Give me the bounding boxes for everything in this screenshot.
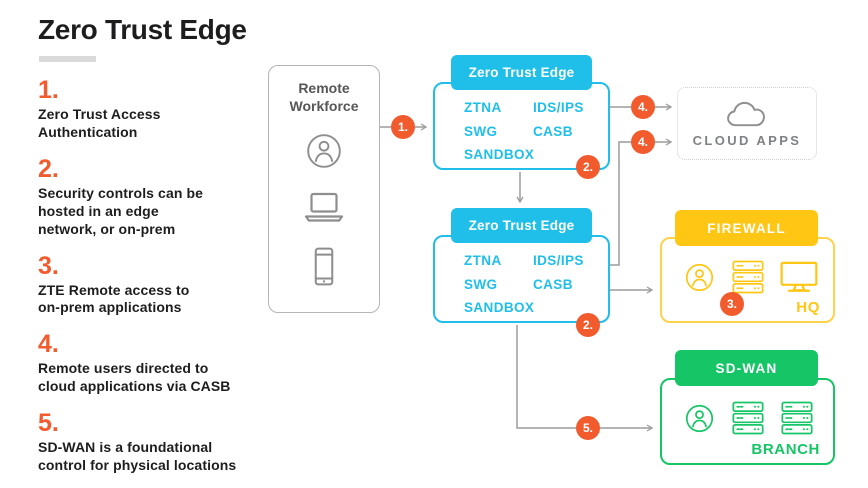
remote-workforce-icons <box>300 128 348 290</box>
step-number: 1. <box>38 76 59 104</box>
service-ids-ips: IDS/IPS <box>533 253 584 268</box>
server-icon <box>729 399 767 437</box>
zero-trust-edge-header: Zero Trust Edge <box>451 55 592 90</box>
step-item-4: 4. Remote users directed to cloud applic… <box>38 330 253 396</box>
zero-trust-edge-box-1: Zero Trust Edge ZTNA IDS/IPS SWG CASB SA… <box>433 55 610 170</box>
step-marker-1: 1. <box>391 115 415 139</box>
step-list: 1. Zero Trust Access Authentication 2. S… <box>38 76 253 488</box>
step-number: 4. <box>38 330 59 359</box>
monitor-icon <box>778 259 820 296</box>
step-item-1: 1. Zero Trust Access Authentication <box>38 76 253 142</box>
firewall-location-label: HQ <box>796 299 820 316</box>
sd-wan-header: SD-WAN <box>675 350 818 386</box>
service-swg: SWG <box>464 123 498 139</box>
zero-trust-edge-services: ZTNA IDS/IPS SWG CASB SANDBOX <box>433 235 610 323</box>
sd-wan-box: BRANCH <box>660 378 835 465</box>
step-item-3: 3. ZTE Remote access to on-prem applicat… <box>38 252 253 318</box>
service-sandbox: SANDBOX <box>464 147 535 163</box>
step-marker-5: 5. <box>576 416 600 440</box>
step-text: Zero Trust Access Authentication <box>38 106 161 140</box>
remote-workforce-label: Remote Workforce <box>289 80 359 115</box>
zero-trust-edge-header: Zero Trust Edge <box>451 208 592 243</box>
user-icon <box>301 128 347 174</box>
page-title: Zero Trust Edge <box>38 14 247 45</box>
step-marker-4: 4. <box>631 95 655 119</box>
firewall-icons <box>662 239 833 296</box>
service-ztna: ZTNA <box>464 100 502 115</box>
firewall-box: HQ <box>660 237 835 323</box>
service-casb: CASB <box>533 276 573 292</box>
step-text: SD-WAN is a foundational control for phy… <box>38 439 237 474</box>
server-icon <box>729 258 767 296</box>
service-ztna: ZTNA <box>464 253 502 268</box>
step-number: 2. <box>38 154 59 183</box>
sd-wan-icons <box>662 380 833 437</box>
wire-step5 <box>516 325 654 432</box>
step-marker-4: 4. <box>631 130 655 154</box>
step-text: Security controls can be hosted in an ed… <box>38 184 204 237</box>
sd-wan-location-label: BRANCH <box>751 441 820 458</box>
service-sandbox: SANDBOX <box>464 300 535 316</box>
step-number: 5. <box>38 409 59 438</box>
step-marker-2: 2. <box>576 155 600 179</box>
cloud-apps-label: CLOUD APPS <box>692 133 802 148</box>
step-marker-3: 3. <box>720 292 744 316</box>
service-swg: SWG <box>464 276 498 292</box>
service-ids-ips: IDS/IPS <box>533 100 584 115</box>
cloud-icon <box>724 99 770 130</box>
laptop-icon <box>300 191 348 227</box>
step-marker-2: 2. <box>576 313 600 337</box>
title-underline <box>39 56 96 62</box>
step-item-2: 2. Security controls can be hosted in an… <box>38 155 253 239</box>
user-icon <box>681 400 718 437</box>
service-casb: CASB <box>533 123 573 139</box>
smartphone-icon <box>302 244 346 290</box>
step-text: ZTE Remote access to on-prem application… <box>38 281 190 316</box>
zero-trust-edge-services: ZTNA IDS/IPS SWG CASB SANDBOX <box>433 82 610 170</box>
cloud-apps-box: CLOUD APPS <box>677 87 817 160</box>
user-icon <box>681 259 718 296</box>
remote-workforce-box: Remote Workforce <box>268 65 380 313</box>
step-number: 3. <box>38 251 59 280</box>
zero-trust-edge-box-2: Zero Trust Edge ZTNA IDS/IPS SWG CASB SA… <box>433 208 610 323</box>
server-icon <box>778 399 816 437</box>
firewall-header: FIREWALL <box>675 210 818 246</box>
step-text: Remote users directed to cloud applicati… <box>38 360 231 395</box>
step-item-5: 5. SD-WAN is a foundational control for … <box>38 409 253 475</box>
